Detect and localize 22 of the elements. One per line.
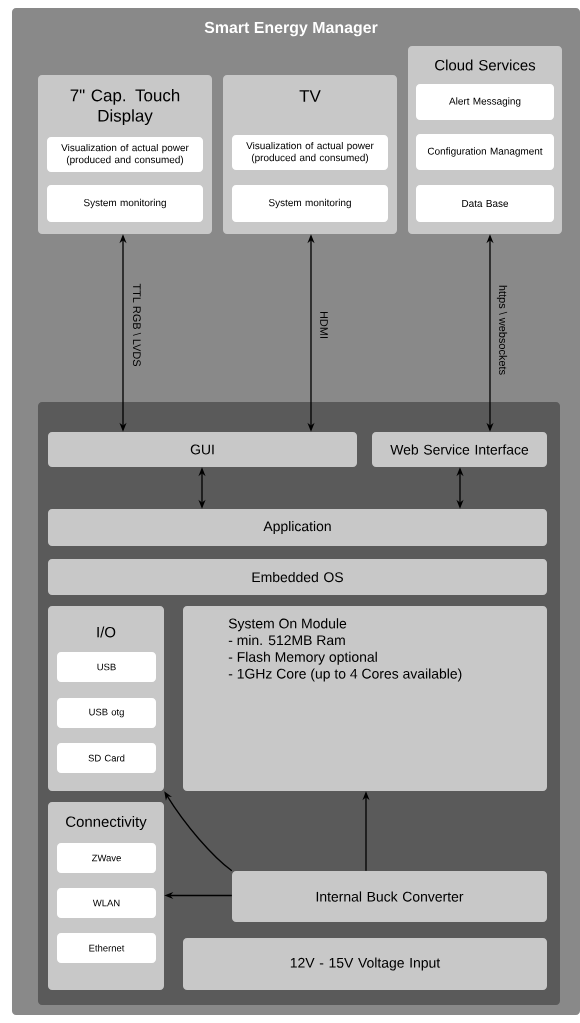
edge-label: TTL RGB \ LVDS	[132, 282, 142, 368]
feature-box: Data Base	[416, 185, 554, 222]
port-box: USB otg	[57, 698, 156, 728]
layer-box: Application	[48, 509, 547, 546]
edge-label: HDMI	[319, 310, 329, 340]
port-box: USB	[57, 652, 156, 682]
feature-box: Visualization of actual power (produced and consumed)	[232, 135, 388, 170]
feature-box: System monitoring	[47, 185, 203, 222]
layer-box: GUI	[48, 432, 357, 467]
port-box: ZWave	[57, 843, 156, 873]
layer-box: Web Service Interface	[372, 432, 547, 467]
layer-box: Embedded OS	[48, 559, 547, 595]
feature-box: System monitoring	[232, 185, 388, 222]
converter-box: Internal Buck Converter	[232, 871, 547, 922]
input-box: 12V - 15V Voltage Input	[183, 938, 547, 990]
port-box: WLAN	[57, 888, 156, 918]
feature-box: Alert Messaging	[416, 84, 554, 120]
feature-box: Visualization of actual power (produced and consumed)	[47, 137, 203, 172]
module-box: System On Module - min. 512MB Ram - Flash Memory optional - 1GHz Core (up to 4 Cores available)	[183, 606, 547, 791]
port-box: Ethernet	[57, 933, 156, 963]
feature-box: Configuration Managment	[416, 134, 554, 170]
port-box: SD Card	[57, 743, 156, 773]
